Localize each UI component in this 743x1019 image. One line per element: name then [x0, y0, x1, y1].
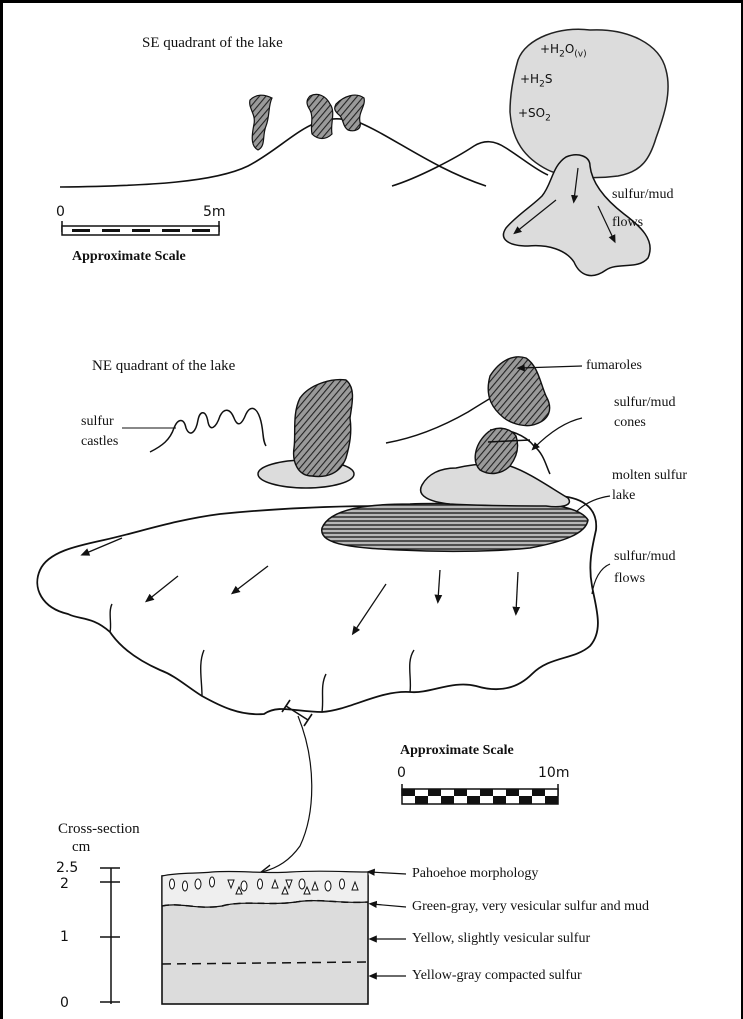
se-scale-end: 5m	[203, 203, 226, 221]
se-quadrant-sketch	[60, 29, 668, 275]
layer-label-yellow-gray: Yellow-gray compacted sulfur	[412, 967, 582, 985]
so2-label: +SO2	[518, 106, 551, 123]
se-scale-caption: Approximate Scale	[72, 248, 186, 266]
castles-label-line2: castles	[81, 433, 118, 451]
ne-scale-end: 10m	[538, 764, 569, 782]
se-fumarole-3	[335, 95, 365, 131]
cones-label-line1: sulfur/mud	[614, 394, 675, 412]
ne-fumarole-left	[294, 380, 353, 477]
se-flows-label-line2: flows	[612, 214, 643, 232]
layer-label-green-gray: Green-gray, very vesicular sulfur and mu…	[412, 898, 649, 916]
ne-scale-start: 0	[397, 764, 406, 782]
layer-label-yellow: Yellow, slightly vesicular sulfur	[412, 930, 590, 948]
layer-label-pahoehoe: Pahoehoe morphology	[412, 865, 538, 883]
h2s-label: +H2S	[520, 72, 552, 89]
se-ground-left	[60, 119, 486, 187]
lake-label-line1: molten sulfur	[612, 467, 687, 485]
h2o-label: +H2O(v)	[540, 42, 587, 59]
se-scale-start: 0	[56, 203, 65, 221]
lake-label-line2: lake	[612, 487, 635, 505]
ne-flows-label-line1: sulfur/mud	[614, 548, 675, 566]
se-quadrant-title: SE quadrant of the lake	[142, 34, 283, 52]
molten-lake	[322, 503, 588, 551]
gas-plume	[510, 29, 668, 177]
cross-section-sketch	[100, 868, 406, 1004]
cross-section-title: Cross-section	[58, 820, 140, 838]
tick-label-0: 0	[60, 994, 69, 1012]
sulfur-castles	[150, 408, 266, 452]
cross-section-unit: cm	[72, 838, 90, 856]
se-fumarole-1	[250, 95, 272, 150]
cones-label-line2: cones	[614, 414, 646, 432]
se-fumarole-2	[307, 94, 333, 138]
vesicular-layer	[162, 871, 368, 907]
tick-label-2: 2	[60, 875, 69, 893]
ne-quadrant-title: NE quadrant of the lake	[92, 357, 235, 375]
tick-label-1: 1	[60, 928, 69, 946]
se-flows-label-line1: sulfur/mud	[612, 186, 673, 204]
ne-scale-caption: Approximate Scale	[400, 742, 514, 760]
fumaroles-label: fumaroles	[586, 357, 642, 375]
ne-quadrant-sketch	[37, 357, 610, 872]
castles-label-line1: sulfur	[81, 413, 114, 431]
ne-flows-label-line2: flows	[614, 570, 645, 588]
